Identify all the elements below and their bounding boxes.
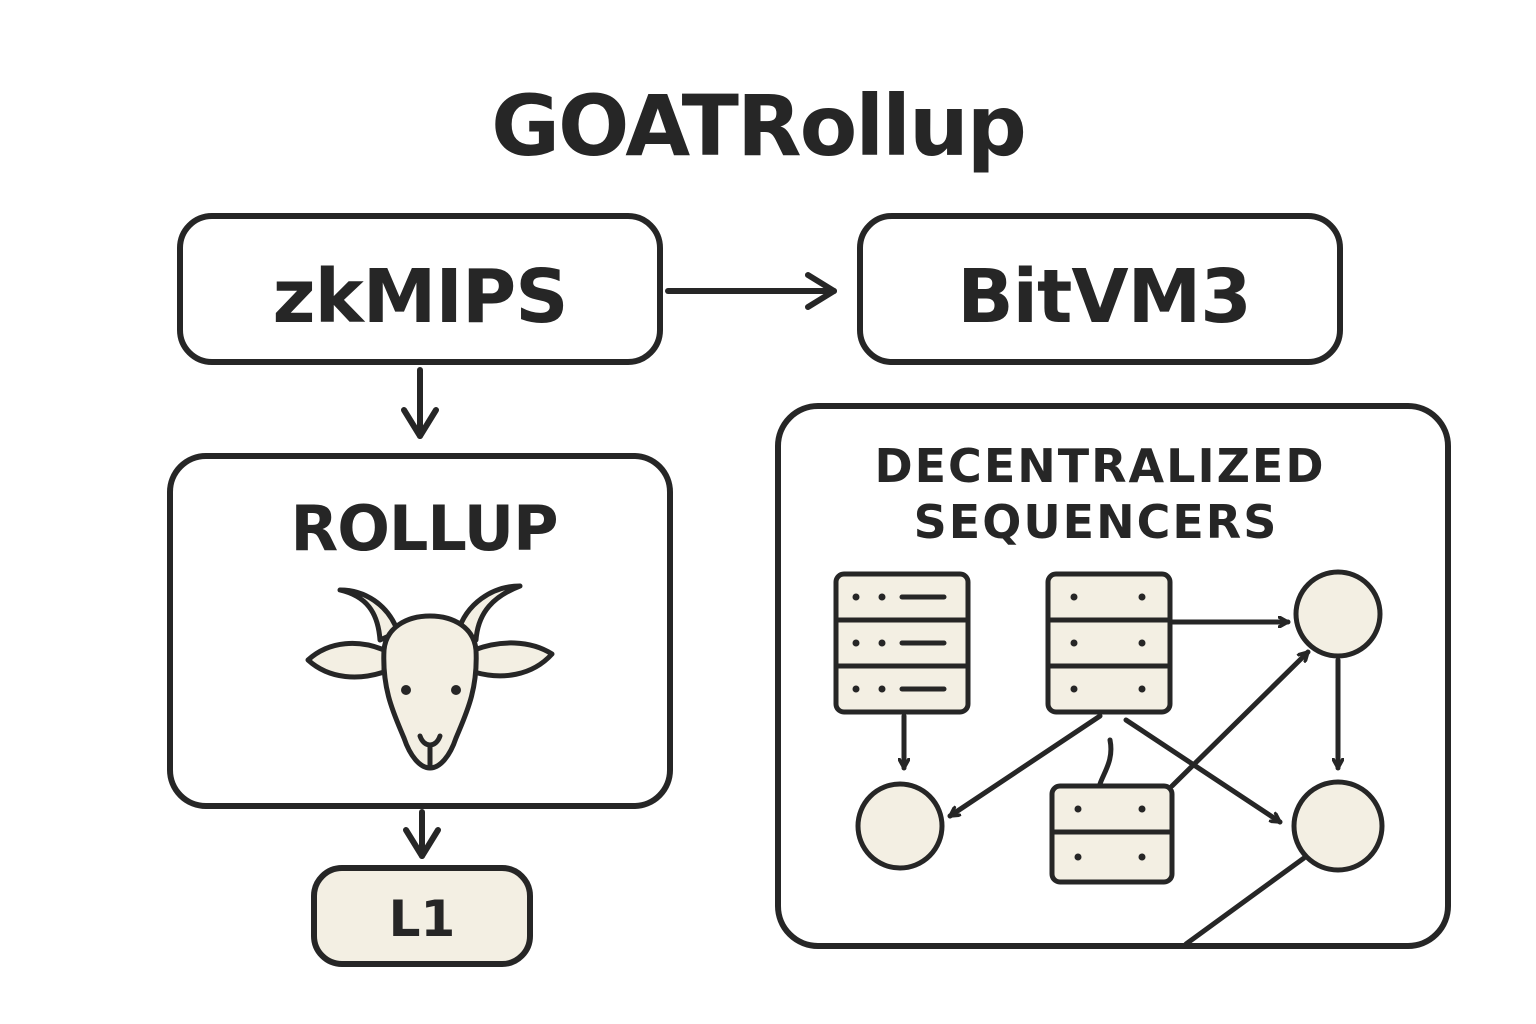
node-circle-icon: [855, 781, 945, 871]
diagram-title: GOATRollup: [491, 77, 1025, 175]
l1-label: L1: [389, 890, 456, 948]
server-icon: [1049, 783, 1175, 885]
bitvm3-box: BitVM3: [857, 213, 1343, 365]
bitvm3-label: BitVM3: [957, 254, 1251, 340]
zkmips-box: zkMIPS: [177, 213, 663, 365]
arrow-server2-to-node-right: [1123, 717, 1283, 825]
sequencer-connections: [904, 622, 1338, 947]
sequencers-label-line1: DECENTRALIZED: [874, 439, 1325, 493]
l1-box: L1: [311, 865, 533, 967]
link-node-right-exit: [1183, 855, 1307, 947]
server-icon: [833, 571, 971, 715]
sequencers-label-line2: SEQUENCERS: [914, 495, 1279, 549]
server-icon: [1045, 571, 1173, 715]
rollup-box: ROLLUP: [167, 453, 673, 809]
arrow-server2-to-node-left: [947, 713, 1103, 819]
arrow-server3-to-node-top: [1169, 649, 1311, 789]
goat-icon: [305, 583, 555, 771]
link-server2-to-server3: [1097, 737, 1114, 787]
sequencers-box: DECENTRALIZED SEQUENCERS: [775, 403, 1451, 949]
zkmips-label: zkMIPS: [273, 254, 568, 340]
node-circle-icon: [1293, 569, 1383, 659]
rollup-label: ROLLUP: [290, 492, 557, 565]
node-circle-icon: [1291, 779, 1385, 873]
